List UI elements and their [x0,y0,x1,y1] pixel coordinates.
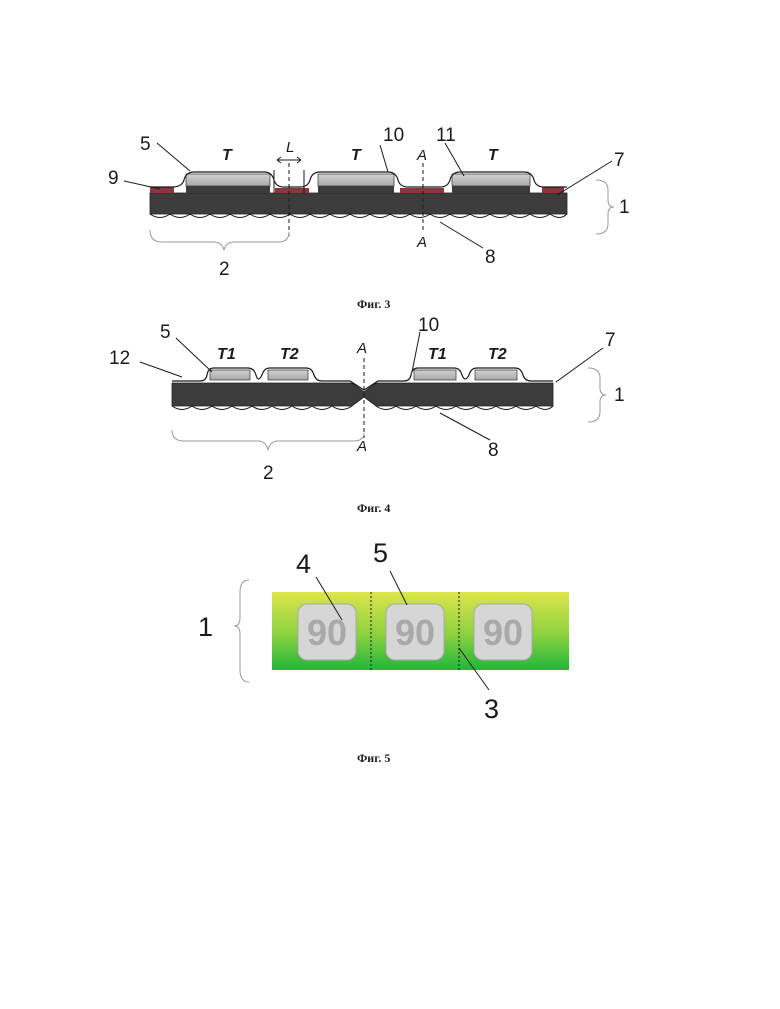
fig3-label-1: 1 [619,197,630,218]
fig3-red-layer-mid2 [400,188,444,193]
fig4-label-7: 7 [605,330,616,351]
fig4-lead-10 [412,332,420,372]
fig5-brace-1 [234,580,249,682]
fig4-tag-T1-left [210,370,250,380]
fig3-gap-arrow [277,157,301,163]
figure-3: 5 9 10 11 7 1 2 8 T T T L A A Фиг. 3 [108,125,630,311]
fig3-lead-10 [380,145,388,172]
fig3-caption: Фиг. 3 [357,297,390,311]
fig3-label-2: 2 [219,259,230,280]
fig4-section-label-A-top: A [356,340,367,357]
fig5-label-1: 1 [198,612,213,642]
fig5-label-4: 4 [296,549,311,579]
fig4-label-5: 5 [160,322,171,343]
fig3-base-strip [150,193,567,214]
fig4-tag-label-T1-right: T1 [428,346,447,363]
fig3-brace-1 [596,180,614,234]
fig4-brace-1 [588,368,606,422]
fig4-lead-8 [440,413,490,440]
fig3-label-8: 8 [485,247,496,268]
fig5-cell-2-value: 90 [395,612,435,653]
figure-5: 90 90 90 1 4 5 3 Фиг. 5 [198,538,569,765]
fig3-tag-label-3: T [488,147,499,164]
fig3-tag-label-1: T [222,147,233,164]
fig4-tag-label-T2-right: T2 [488,346,507,363]
fig3-brace-2 [150,230,289,250]
fig4-label-10: 10 [418,315,439,336]
fig3-label-7: 7 [614,150,625,171]
fig4-lead-5 [176,338,212,372]
fig3-lead-5 [157,143,190,171]
fig3-lead-8 [440,222,483,248]
fig4-tag-T1-right [414,370,456,380]
fig3-section-label-A-top: A [416,147,427,164]
fig3-section-label-A-bottom: A [416,234,427,251]
figure-4: 5 12 10 7 1 2 8 T1 T2 T1 T2 A A Фиг. 4 [109,315,625,515]
fig4-label-8: 8 [488,440,499,461]
fig5-cell-3-value: 90 [483,612,523,653]
fig4-label-12: 12 [109,348,130,369]
fig4-tag-label-T1-left: T1 [217,346,236,363]
fig4-tag-T2-left [268,370,308,380]
fig3-lead-11 [445,143,464,176]
fig3-label-10: 10 [383,125,404,146]
fig5-caption: Фиг. 5 [357,751,390,765]
fig4-scallop-underside [172,406,553,410]
fig3-tag-3-core [452,186,530,193]
fig3-lead-7 [557,161,612,195]
fig3-tag-2-core [318,186,394,193]
fig3-tag-1 [186,174,270,186]
fig4-lead-12 [140,362,182,377]
fig5-label-3: 3 [484,694,499,724]
fig4-tag-label-T2-left: T2 [280,346,299,363]
fig4-base-strip [172,383,553,406]
fig3-tag-label-2: T [351,147,362,164]
fig4-section-label-A-bottom: A [356,438,367,455]
fig3-lead-9 [124,181,160,189]
fig5-label-5: 5 [373,538,388,568]
fig3-label-5: 5 [140,134,151,155]
fig4-label-1: 1 [614,385,625,406]
fig4-tag-T2-right [475,370,517,380]
fig3-tag-2 [318,174,394,186]
fig3-label-9: 9 [108,168,119,189]
fig3-tag-1-core [186,186,270,193]
fig4-caption: Фиг. 4 [357,501,390,515]
fig3-red-layer-right [542,187,564,193]
fig3-label-11: 11 [436,125,456,146]
fig3-gap-label-L: L [286,139,294,156]
fig4-brace-2 [172,430,364,450]
fig4-lead-7 [556,348,603,382]
fig3-scallop-underside [150,214,567,218]
fig4-label-2: 2 [263,463,274,484]
